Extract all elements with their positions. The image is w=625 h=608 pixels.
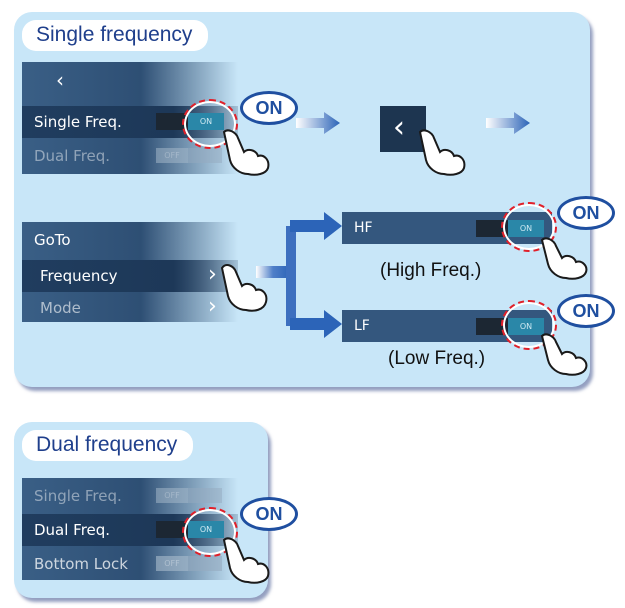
goto-menu: GoTo Frequency › Mode › <box>22 222 238 322</box>
dual-freq-toggle[interactable]: OFF <box>156 148 222 163</box>
hand-pointer-icon <box>418 129 466 176</box>
on-callout: ON <box>240 91 298 125</box>
chevron-right-icon: › <box>208 262 217 287</box>
back-button[interactable]: ‹ <box>380 106 426 152</box>
goto-header: GoTo <box>34 231 71 249</box>
menu-item-dual-freq[interactable]: Dual Freq. OFF <box>22 140 238 172</box>
on-callout: ON <box>240 497 298 531</box>
bottom-lock-toggle[interactable]: OFF <box>156 556 222 571</box>
hand-pointer-icon <box>540 333 588 376</box>
hand-pointer-icon <box>222 537 270 584</box>
arrow-right-icon <box>486 112 530 134</box>
on-callout: ON <box>557 196 615 230</box>
menu-item-mode[interactable]: Mode › <box>40 294 217 319</box>
hand-pointer-icon <box>220 264 268 312</box>
on-callout: ON <box>557 294 615 328</box>
lf-note: (Low Freq.) <box>388 348 486 369</box>
hand-pointer-icon <box>222 129 270 176</box>
highlight-ring <box>501 202 557 252</box>
menu-item-bottom-lock[interactable]: Bottom Lock OFF <box>22 548 238 580</box>
chevron-right-icon: › <box>208 294 217 319</box>
branch-arrow <box>256 212 342 338</box>
highlight-ring <box>501 300 557 350</box>
highlight-ring <box>182 507 238 557</box>
hf-note: (High Freq.) <box>380 260 482 281</box>
menu-item-single-freq[interactable]: Single Freq. OFF <box>22 480 238 512</box>
panel-title: Single frequency <box>22 20 209 51</box>
arrow-right-icon <box>296 112 340 134</box>
highlight-ring <box>182 99 238 149</box>
chevron-left-icon[interactable]: ‹ <box>56 68 64 92</box>
panel-title: Dual frequency <box>22 430 194 461</box>
menu-item-frequency[interactable]: Frequency › <box>22 260 238 292</box>
back-row[interactable]: ‹ <box>22 66 238 98</box>
hand-pointer-icon <box>540 237 588 280</box>
chevron-left-icon: ‹ <box>393 110 405 145</box>
single-freq-toggle[interactable]: OFF <box>156 488 222 503</box>
